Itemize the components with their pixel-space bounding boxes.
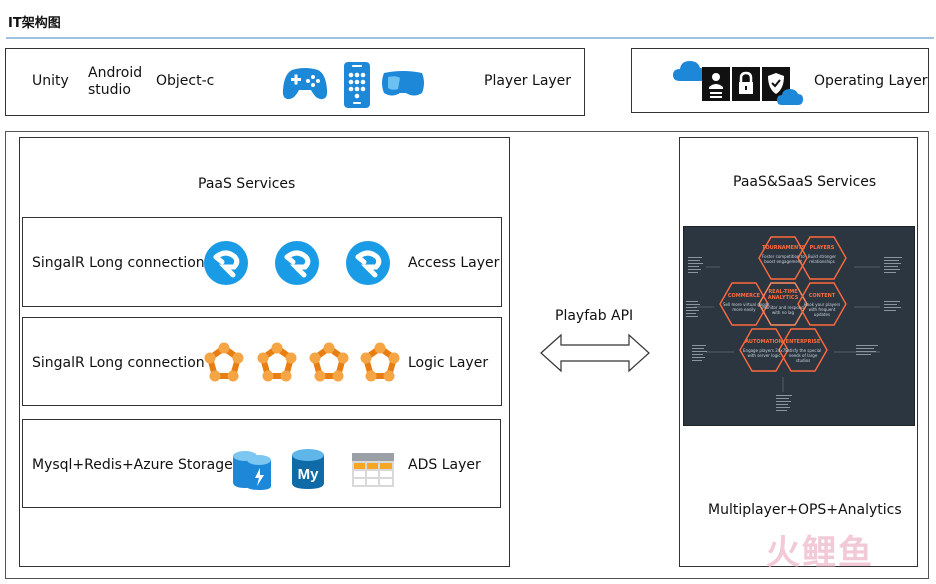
- player-layer-box: Unity Android studio Object-c Player Lay…: [5, 48, 585, 116]
- signalr-icon: [346, 241, 390, 285]
- ads-layer-box: Mysql+Redis+Azure Storage My ADS Layer: [22, 419, 501, 508]
- saas-services-title: PaaS&SaaS Services: [733, 174, 877, 190]
- paas-services-title: PaaS Services: [198, 176, 296, 192]
- svg-text:My: My: [298, 466, 319, 483]
- signalr-icon: [275, 241, 319, 285]
- access-layer-label: Access Layer: [408, 255, 500, 271]
- player-layer-label: Player Layer: [484, 73, 572, 89]
- logic-layer-label: Logic Layer: [408, 355, 489, 371]
- ads-layer-text: Mysql+Redis+Azure Storage: [32, 457, 233, 473]
- hex-sub-content: Hook your players with frequent updates: [803, 302, 841, 317]
- objective-c-label: Object-c: [156, 73, 215, 89]
- operating-layer-box: Operating Layer: [631, 48, 929, 113]
- azure-sql-database-icon: [233, 451, 271, 490]
- service-fabric-icon: [360, 342, 400, 382]
- hex-title-commerce: COMMERCE: [727, 293, 761, 299]
- unity-label: Unity: [32, 73, 69, 89]
- hex-title-content: CONTENT: [808, 293, 836, 299]
- table-storage-icon: [352, 453, 394, 487]
- service-fabric-icon: [257, 342, 297, 382]
- vr-headset-icon: [382, 71, 424, 96]
- feature-bullet-lines: [686, 257, 902, 411]
- lock-icon: [732, 67, 760, 101]
- double-arrow-icon: [540, 333, 650, 373]
- playfab-api-label: Playfab API: [555, 308, 634, 324]
- hex-sub-tournaments: Foster competition to boost engagement: [762, 254, 805, 264]
- title-underline: [6, 37, 934, 39]
- logic-layer-box: SingalR Long connection Logic Layer: [22, 317, 502, 406]
- playfab-feature-diagram: TOURNAMENTS Foster competition to boost …: [683, 226, 915, 426]
- operating-layer-label: Operating Layer: [814, 73, 928, 89]
- hex-title-players: PLAYERS: [809, 245, 835, 251]
- hex-title-automation: AUTOMATION: [745, 339, 783, 345]
- access-layer-text: SingalR Long connection: [32, 255, 205, 271]
- id-badge-icon: [702, 67, 730, 101]
- hex-title-analytics: REAL-TIME ANALYTICS: [767, 289, 799, 301]
- hex-title-tournaments: TOURNAMENTS: [762, 245, 806, 251]
- service-fabric-icon: [204, 342, 244, 382]
- saas-services-footer: Multiplayer+OPS+Analytics: [708, 502, 902, 518]
- logic-layer-text: SingalR Long connection: [32, 355, 205, 371]
- ads-layer-label: ADS Layer: [408, 457, 481, 473]
- service-fabric-icon: [309, 342, 349, 382]
- hex-sub-analytics: Monitor and respond with no lag: [762, 305, 804, 315]
- hex-title-enterprise: ENTERPRISE: [785, 339, 821, 345]
- hex-sub-commerce: Sell more virtual goods, more easily: [723, 302, 771, 312]
- mobile-phone-icon: [344, 62, 370, 108]
- access-layer-box: SingalR Long connection Access Layer: [22, 217, 502, 307]
- signalr-icon: [204, 241, 248, 285]
- cloud-icon: [777, 89, 803, 105]
- android-studio-label: Android studio: [88, 65, 143, 98]
- hex-sub-enterprise: Satisfy the special needs of large studi…: [784, 348, 822, 363]
- watermark-logo: 火鲤鱼: [766, 533, 874, 573]
- hex-grid: [694, 236, 880, 392]
- hex-sub-automation: Engage players 24x7 with server logic: [743, 348, 786, 358]
- gamepad-icon: [282, 68, 328, 100]
- page-title: IT架构图: [8, 16, 61, 31]
- cloud-icon: [673, 61, 707, 81]
- hex-sub-players: Build stronger relationships: [807, 254, 837, 264]
- mysql-database-icon: My: [292, 449, 324, 489]
